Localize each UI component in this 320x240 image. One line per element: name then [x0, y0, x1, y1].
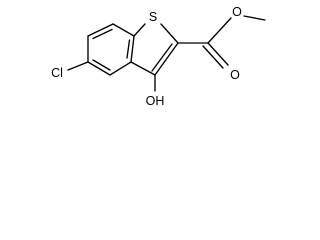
bond-c7a-s — [133, 23, 146, 37]
thiophene-ring — [130, 23, 179, 76]
ester-oxygen-label: O — [232, 5, 242, 19]
substituents — [67, 15, 266, 92]
bond-c3-c3a — [130, 61, 156, 76]
bond-carbonyl-c-ester-o — [207, 17, 232, 44]
bond-ester-o-methyl — [243, 15, 266, 21]
bond-double-c7-c6 — [92, 28, 113, 40]
bond-c5-c4 — [87, 61, 111, 76]
bond-c4-c3a — [109, 61, 132, 76]
chlorine-atom-label: Cl — [51, 66, 63, 80]
bond-carbonyl-co-b — [202, 45, 224, 69]
bond-double-c3a-c7a — [126, 39, 131, 59]
bond-c7a-c7 — [112, 23, 135, 37]
hydroxyl-label: OH — [146, 94, 165, 108]
bond-carbonyl-co-a — [207, 42, 229, 66]
bond-c3a-c7a — [130, 35, 135, 63]
bond-c2-c3 — [154, 42, 179, 76]
bond-c7-c6 — [87, 23, 114, 37]
sulfur-atom-label: S — [149, 10, 157, 24]
benzene-ring — [87, 23, 135, 76]
carbonyl-oxygen-label: O — [230, 68, 240, 82]
bond-double-c5-c4 — [92, 59, 111, 71]
chemical-structure: S Cl OH O O — [51, 5, 266, 108]
bond-s-c2 — [160, 23, 179, 44]
bond-double-c2-c3 — [151, 43, 173, 72]
bond-c5-cl — [67, 61, 89, 71]
